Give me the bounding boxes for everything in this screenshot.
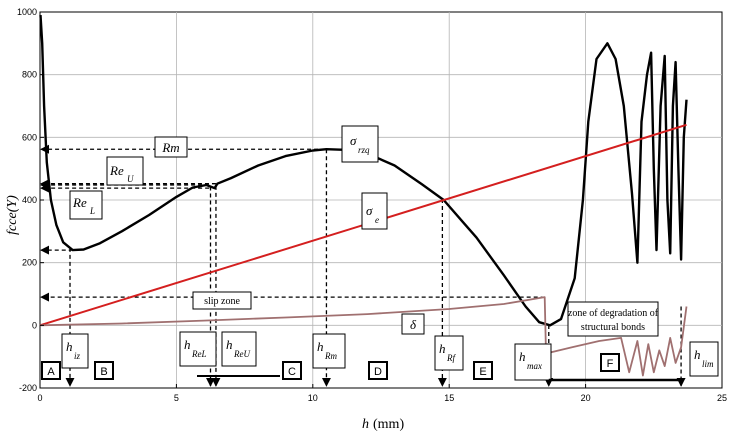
degradation-label-line1: zone of degradation of	[568, 308, 659, 319]
zone-D-box	[368, 361, 388, 380]
x-tick-label: 25	[717, 393, 727, 403]
h_iz-label: h	[66, 339, 73, 354]
h_Rf-label-sub: Rf	[446, 353, 456, 363]
h_max-label-sub: max	[527, 361, 542, 371]
sigma-rzq-label-sub: rzq	[358, 145, 370, 155]
delta-label-box	[401, 313, 425, 335]
zone-D-label: D	[374, 366, 382, 378]
y-tick-label: 200	[22, 258, 37, 268]
zone-F-box	[600, 353, 620, 372]
sigma-rzq-label: σ	[350, 133, 357, 148]
zone-C-box	[282, 361, 302, 380]
h_lim-label-box	[689, 341, 719, 377]
h_ReL-label: h	[184, 337, 191, 352]
sigma-e-label: σ	[366, 203, 373, 218]
rel-label: Re	[72, 195, 87, 210]
rm-label-box	[154, 136, 188, 158]
rel-label-box	[69, 190, 103, 220]
h_ReL-label-sub: ReL	[191, 349, 207, 359]
x-tick-label: 15	[444, 393, 454, 403]
y-tick-label: 400	[22, 195, 37, 205]
rel-label-sub: L	[89, 206, 95, 216]
series-line-delta	[39, 296, 688, 377]
zone-F-label: F	[607, 358, 614, 370]
reu-label-sub: U	[127, 174, 134, 184]
h_lim-label-sub: lim	[702, 359, 714, 369]
y-tick-label: 800	[22, 70, 37, 80]
grid	[40, 12, 722, 388]
reu-label-box	[106, 156, 144, 186]
slip-zone-label: slip zone	[204, 296, 240, 307]
h_iz-label-sub: iz	[74, 351, 81, 361]
y-tick-label: 1000	[17, 7, 37, 17]
h_Rm-label-sub: Rm	[324, 351, 337, 361]
h_Rf-label-box	[434, 335, 464, 371]
series-line-rzq	[39, 15, 688, 327]
h_ReU-label: h	[226, 337, 233, 352]
zone-B-box	[94, 361, 114, 380]
h_Rf-label: h	[439, 341, 446, 356]
slip-zone-box	[192, 291, 252, 310]
h_ReU-label-box	[221, 331, 257, 367]
y-tick-label: -200	[19, 383, 37, 393]
degradation-box	[567, 301, 659, 337]
zone-A-box	[41, 361, 61, 380]
h_max-label-box	[514, 343, 552, 381]
x-tick-label: 10	[308, 393, 318, 403]
h_ReL-label-box	[179, 331, 217, 367]
x-tick-label: 20	[581, 393, 591, 403]
sigma-rzq-label-box	[341, 125, 379, 163]
sigma-e-label-sub: e	[375, 215, 379, 225]
zone-A-label: A	[47, 366, 55, 378]
h_max-label: h	[519, 349, 526, 364]
h_Rm-label-box	[312, 333, 346, 369]
h_Rm-label: h	[317, 339, 324, 354]
zone-E-box	[473, 361, 493, 380]
delta-label: δ	[410, 317, 417, 332]
x-tick-label: 5	[174, 393, 179, 403]
x-axis-title: h(mm)	[362, 417, 404, 432]
zone-C-label: C	[288, 366, 296, 378]
rm-label: Rm	[161, 140, 179, 155]
h_lim-label: h	[694, 347, 701, 362]
zone-B-label: B	[100, 366, 107, 378]
degradation-label-line2: structural bonds	[581, 322, 645, 333]
reu-label: Re	[109, 163, 124, 178]
y-axis-title: fcce(Y)	[5, 195, 20, 235]
x-tick-label: 0	[37, 393, 42, 403]
h_ReU-label-sub: ReU	[233, 349, 250, 359]
y-tick-label: 600	[22, 132, 37, 142]
sigma-e-label-box	[361, 192, 388, 230]
zone-E-label: E	[479, 366, 486, 378]
y-tick-label: 0	[32, 320, 37, 330]
h_iz-label-box	[61, 333, 89, 369]
